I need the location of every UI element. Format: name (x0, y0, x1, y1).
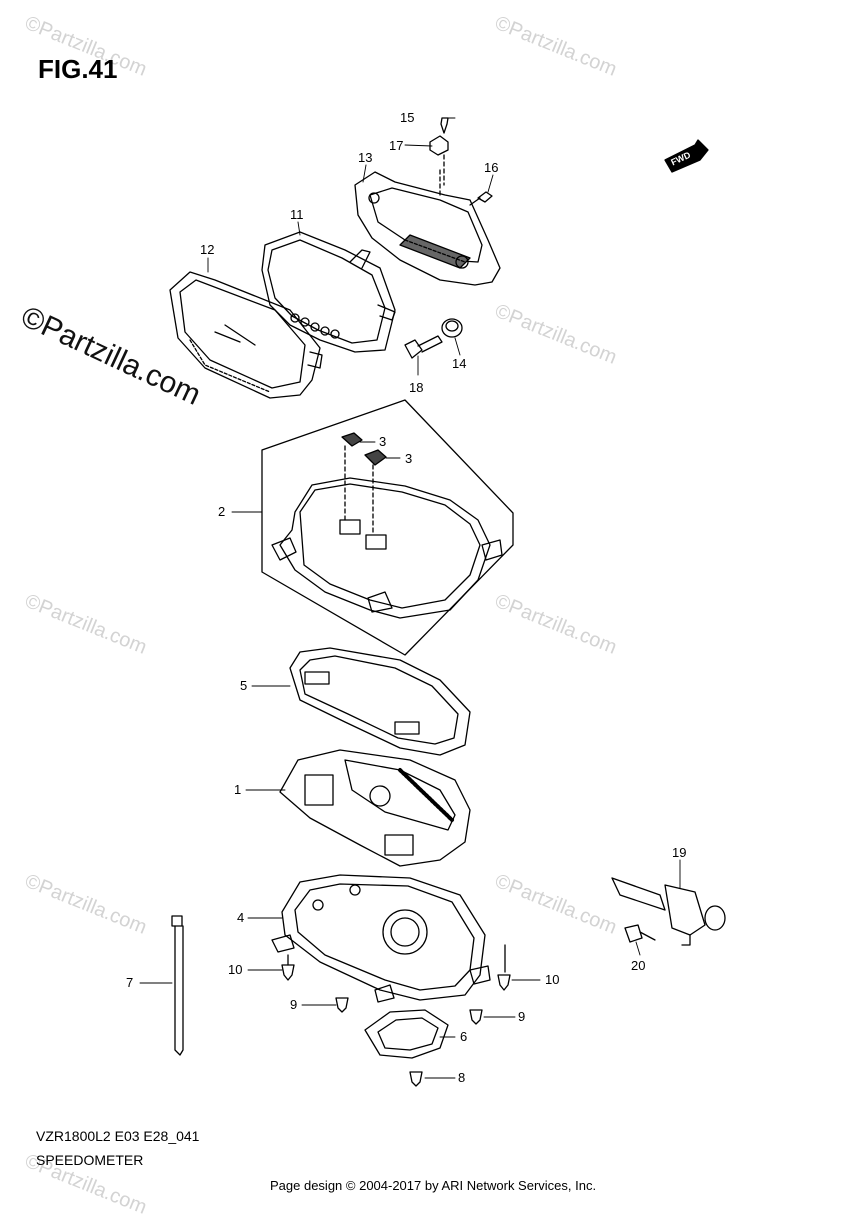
callout-15: 15 (400, 110, 415, 125)
section-name: SPEEDOMETER (36, 1152, 144, 1168)
callout-7: 7 (126, 975, 134, 990)
part-9-screw-right (469, 1009, 483, 1025)
part-20-bolt (624, 924, 656, 943)
callout-12: 12 (200, 242, 215, 257)
callout-10-right: 10 (545, 972, 560, 987)
part-12-lens-cover (169, 271, 323, 399)
fwd-arrow-icon: FWD (664, 139, 709, 173)
callout-2: 2 (218, 504, 226, 519)
part-10-screw-right (497, 944, 511, 991)
part-16-screw (469, 191, 493, 206)
part-7-cable-tie (171, 915, 184, 1056)
model-code: VZR1800L2 E03 E28_041 (36, 1128, 200, 1144)
page-design-credit: Page design © 2004-2017 by ARI Network S… (270, 1178, 597, 1193)
part-10-screw-left (281, 954, 295, 981)
callout-10-left: 10 (228, 962, 243, 977)
callout-4: 4 (237, 910, 245, 925)
part-1-meter-assembly (279, 749, 471, 867)
part-15-screw (440, 117, 449, 134)
callout-8: 8 (458, 1070, 466, 1085)
callout-17: 17 (389, 138, 404, 153)
callout-6: 6 (460, 1029, 468, 1044)
part-5-cushion (289, 647, 471, 756)
part-19-speed-sensor (611, 877, 726, 946)
part-6-gasket (364, 1009, 449, 1059)
part-8-screw (409, 1071, 423, 1087)
callout-19: 19 (672, 845, 687, 860)
callout-11: 11 (290, 207, 304, 222)
callout-16: 16 (484, 160, 499, 175)
callout-3b: 3 (405, 451, 413, 466)
part-3-bushing-b (364, 449, 387, 536)
part-9-screw-left (335, 997, 349, 1013)
part-13-rear-housing (354, 169, 501, 286)
callout-3a: 3 (379, 434, 387, 449)
callout-9-left: 9 (290, 997, 298, 1012)
part-3-bushing-a (341, 432, 363, 521)
callout-5: 5 (240, 678, 248, 693)
callout-9-right: 9 (518, 1009, 526, 1024)
part-17-clip (429, 135, 449, 186)
part-18-bolt (404, 335, 443, 359)
part-11-meter-housing (261, 231, 396, 353)
callout-20: 20 (631, 958, 646, 973)
callout-18: 18 (409, 380, 424, 395)
part-4-lower-case (271, 874, 491, 1003)
part-2-upper-case-box (261, 399, 514, 656)
callout-13: 13 (358, 150, 373, 165)
part-14-grommet (441, 318, 463, 338)
callout-14: 14 (452, 356, 467, 371)
leader-lines (139, 117, 681, 1079)
part-2-upper-case (271, 477, 503, 619)
callout-1: 1 (234, 782, 242, 797)
figure-title: FIG.41 (38, 54, 118, 84)
